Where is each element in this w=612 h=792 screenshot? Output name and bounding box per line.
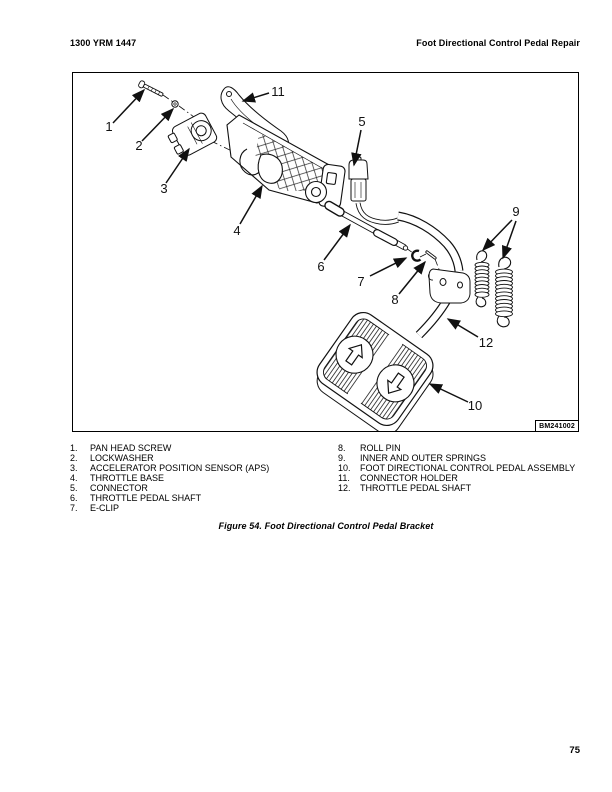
- header-section-title: Foot Directional Control Pedal Repair: [416, 38, 580, 48]
- exploded-view-drawing: 1 2 3 4 5 6 7 8 9 10 11 12: [105, 80, 520, 431]
- forward-arrow-icon: [335, 335, 374, 374]
- aps-sensor: [167, 112, 218, 156]
- callout-2: 2: [135, 138, 142, 153]
- pan-head-screw: [138, 80, 164, 97]
- connector-cable: [355, 202, 399, 225]
- figure-image-code: BM241002: [535, 420, 579, 432]
- callout-labels: 1 2 3 4 5 6 7 8 9 10 11 12: [105, 84, 519, 413]
- legend-item-label: FOOT DIRECTIONAL CONTROL PEDAL ASSEMBLY: [360, 463, 576, 473]
- legend-item-number: 11.: [338, 473, 350, 483]
- legend-item-label: CONNECTOR: [90, 483, 148, 493]
- connector: [348, 156, 369, 202]
- reverse-arrow-icon: [376, 364, 415, 403]
- legend-item-number: 3.: [70, 463, 78, 473]
- callout-5: 5: [358, 114, 365, 129]
- e-clip: [411, 249, 422, 262]
- header-doc-number: 1300 YRM 1447: [70, 38, 137, 48]
- callout-1: 1: [105, 119, 112, 134]
- figure-54-diagram: 1 2 3 4 5 6 7 8 9 10 11 12 BM241002: [72, 72, 579, 432]
- callout-6: 6: [317, 259, 324, 274]
- legend-item-label: THROTTLE PEDAL SHAFT: [90, 493, 202, 503]
- callout-11: 11: [271, 84, 285, 99]
- inner-spring: [474, 250, 490, 308]
- legend-item-number: 1.: [70, 443, 78, 453]
- legend-item-label: THROTTLE PEDAL SHAFT: [360, 483, 472, 493]
- outer-spring: [495, 256, 513, 328]
- legend-item-label: LOCKWASHER: [90, 453, 154, 463]
- legend-item-number: 4.: [70, 473, 78, 483]
- legend-item-label: INNER AND OUTER SPRINGS: [360, 453, 487, 463]
- page-footer: 75: [70, 745, 580, 756]
- callout-4: 4: [233, 223, 240, 238]
- legend-item-label: E-CLIP: [90, 503, 120, 513]
- callout-8: 8: [391, 292, 398, 307]
- callout-7: 7: [357, 274, 364, 289]
- figure-caption: Figure 54. Foot Directional Control Peda…: [218, 521, 434, 531]
- legend-item: 7. E-CLIP: [70, 503, 335, 513]
- throttle-pedal-shaft-rod: [324, 200, 409, 251]
- legend-item: 11. CONNECTOR HOLDER: [338, 473, 580, 483]
- bracket-plate: [428, 268, 471, 304]
- legend-item-label: THROTTLE BASE: [90, 473, 165, 483]
- page-header: 1300 YRM 1447 Foot Directional Control P…: [70, 38, 580, 48]
- throttle-base: [226, 114, 346, 209]
- legend-item: 10. FOOT DIRECTIONAL CONTROL PEDAL ASSEM…: [338, 463, 580, 473]
- page-number: 75: [569, 745, 580, 756]
- legend-item-number: 10.: [338, 463, 351, 473]
- legend-item: 8. ROLL PIN: [338, 443, 580, 453]
- callout-12: 12: [479, 335, 493, 350]
- pedal-assembly: [316, 311, 434, 431]
- roll-pin: [425, 250, 437, 260]
- legend-item: 6. THROTTLE PEDAL SHAFT: [70, 493, 335, 503]
- legend-item: 3. ACCELERATOR POSITION SENSOR (APS): [70, 463, 335, 473]
- legend-item-label: ACCELERATOR POSITION SENSOR (APS): [90, 463, 270, 473]
- legend-column-left: 1. PAN HEAD SCREW 2. LOCKWASHER 3. ACCEL…: [70, 443, 335, 513]
- leader-arrows: [112, 88, 517, 403]
- legend-item-number: 7.: [70, 503, 78, 513]
- callout-9: 9: [512, 204, 519, 219]
- legend-item: 12. THROTTLE PEDAL SHAFT: [338, 483, 580, 493]
- legend-item-label: ROLL PIN: [360, 443, 401, 453]
- callout-3: 3: [160, 181, 167, 196]
- legend-item-label: PAN HEAD SCREW: [90, 443, 172, 453]
- lockwasher: [171, 100, 179, 108]
- legend-item-number: 8.: [338, 443, 346, 453]
- legend-item: 1. PAN HEAD SCREW: [70, 443, 335, 453]
- callout-10: 10: [468, 398, 482, 413]
- legend-item: 4. THROTTLE BASE: [70, 473, 335, 483]
- legend-item-number: 6.: [70, 493, 78, 503]
- legend-item: 9. INNER AND OUTER SPRINGS: [338, 453, 580, 463]
- legend-column-right: 8. ROLL PIN 9. INNER AND OUTER SPRINGS 1…: [338, 443, 580, 493]
- legend-item: 5. CONNECTOR: [70, 483, 335, 493]
- legend-item: 2. LOCKWASHER: [70, 453, 335, 463]
- legend-item-number: 9.: [338, 453, 346, 463]
- legend-item-label: CONNECTOR HOLDER: [360, 473, 458, 483]
- legend-item-number: 12.: [338, 483, 351, 493]
- legend-item-number: 2.: [70, 453, 78, 463]
- legend-item-number: 5.: [70, 483, 78, 493]
